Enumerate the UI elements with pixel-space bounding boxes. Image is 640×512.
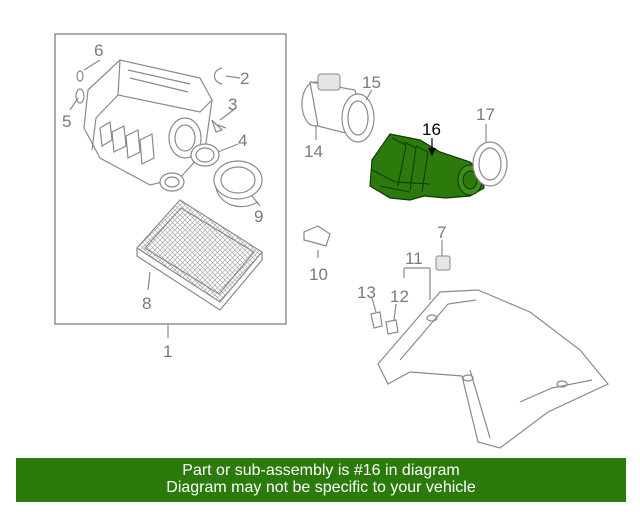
callout-8: 8 xyxy=(142,294,151,313)
plug-part-12 xyxy=(385,319,399,335)
air-filter-element xyxy=(136,199,263,311)
callout-1: 1 xyxy=(163,342,172,361)
callout-11: 11 xyxy=(405,249,423,268)
seal-ring-part-4 xyxy=(190,143,220,167)
callout-14: 14 xyxy=(304,142,323,161)
bolt-part-13 xyxy=(370,311,383,329)
intake-duct-part-9 xyxy=(213,160,263,208)
air-duct-panel xyxy=(377,289,609,449)
callout-6: 6 xyxy=(94,41,103,60)
leader-lines xyxy=(69,59,487,321)
callout-9: 9 xyxy=(254,207,263,226)
mass-air-flow-sensor xyxy=(301,73,375,143)
notice-banner: Part or sub-assembly is #16 in diagram D… xyxy=(16,458,626,502)
intake-boot-part-16 xyxy=(369,133,485,201)
grommet-part-5-6 xyxy=(75,70,85,104)
callout-10: 10 xyxy=(309,265,328,284)
callout-15: 15 xyxy=(362,73,381,92)
air-cleaner-housing xyxy=(83,59,213,192)
callout-12: 12 xyxy=(390,287,409,306)
clip-part-10 xyxy=(303,225,331,247)
callout-2: 2 xyxy=(240,69,249,88)
callout-4: 4 xyxy=(238,131,247,150)
callout-13: 13 xyxy=(357,283,376,302)
clip-part-2 xyxy=(213,67,223,85)
callout-17: 17 xyxy=(476,105,495,124)
notice-line-2: Diagram may not be specific to your vehi… xyxy=(166,479,476,496)
notice-line-1: Part or sub-assembly is #16 in diagram xyxy=(182,462,460,479)
seal-ring-part-17 xyxy=(472,141,508,187)
connector-part-7 xyxy=(435,255,451,271)
assembly-frame xyxy=(54,33,287,325)
callout-3: 3 xyxy=(228,95,237,114)
callout-16: 16 xyxy=(422,120,441,139)
callout-7: 7 xyxy=(437,223,446,242)
callout-5: 5 xyxy=(62,112,71,131)
bolt-part-3 xyxy=(211,119,227,133)
